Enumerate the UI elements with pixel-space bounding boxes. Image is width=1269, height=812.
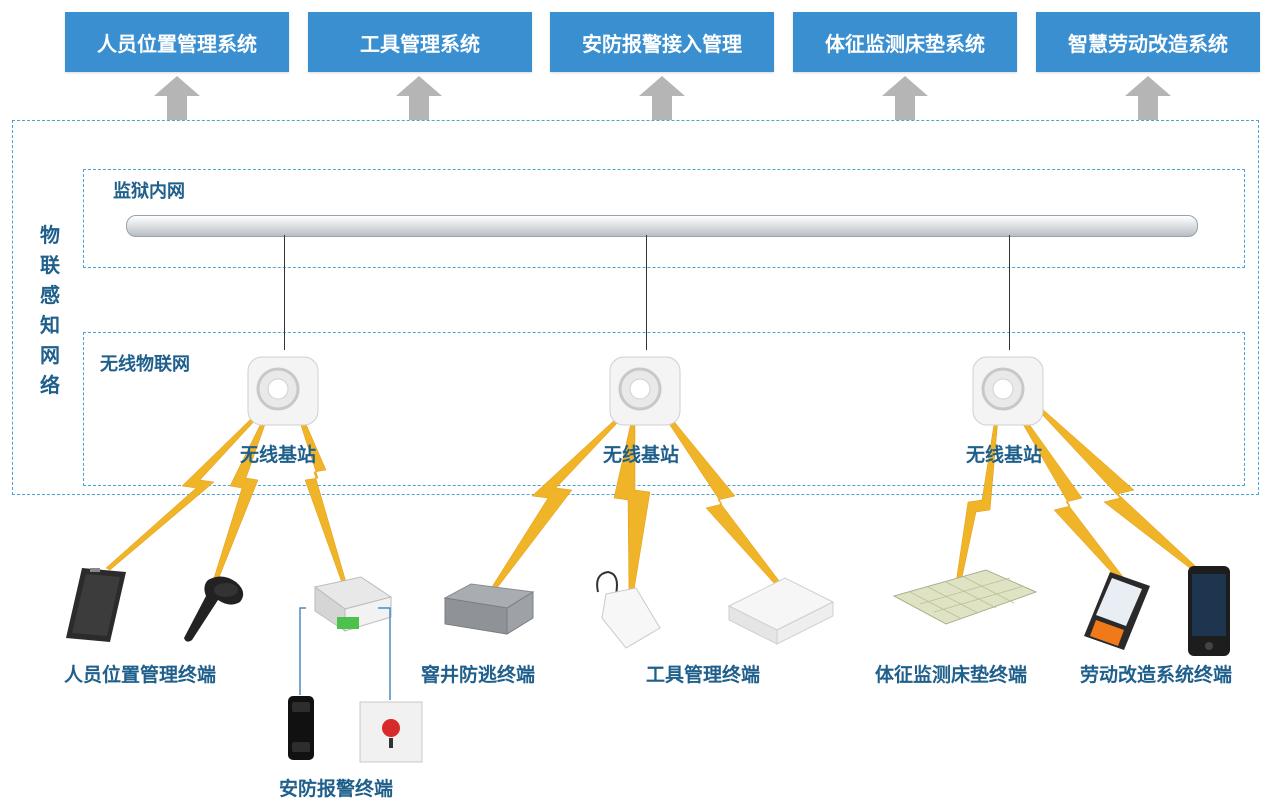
well-terminal-label: 窨井防逃终端 (421, 664, 536, 686)
system-box-labor: 智慧劳动改造系统 (1036, 12, 1260, 72)
handheld-terminal-icon (1084, 572, 1150, 650)
personnel-badge-icon (66, 568, 126, 642)
tool-router-icon (727, 577, 835, 645)
connector-line (646, 235, 647, 350)
base-station-icon (247, 356, 319, 426)
emergency-button-icon (359, 701, 423, 763)
base-station-label: 无线基站 (240, 444, 317, 466)
infrared-detector-icon (288, 696, 314, 760)
up-arrow-icon (1125, 76, 1171, 120)
tool-terminal-label: 工具管理终端 (646, 664, 761, 686)
iot-network-label: 物联感知网络 (40, 223, 60, 397)
tool-tag-icon (596, 570, 661, 649)
up-arrow-icon (154, 76, 200, 120)
system-box-personnel: 人员位置管理系统 (65, 12, 289, 72)
base-station-icon (972, 356, 1044, 426)
security-terminal-label: 安防报警终端 (279, 778, 394, 800)
manhole-box-icon (443, 583, 535, 635)
personnel-terminal-label: 人员位置管理终端 (64, 664, 217, 686)
smart-terminal-icon (1188, 566, 1230, 656)
base-station-icon (609, 356, 681, 426)
wireless-network-boundary (83, 332, 1245, 486)
up-arrow-icon (639, 76, 685, 120)
system-box-mattress: 体征监测床垫系统 (793, 12, 1017, 72)
mattress-icon (892, 569, 1038, 625)
labor-terminal-label: 劳动改造系统终端 (1080, 664, 1233, 686)
up-arrow-icon (396, 76, 442, 120)
up-arrow-icon (882, 76, 928, 120)
intranet-boundary (83, 169, 1245, 268)
system-box-security: 安防报警接入管理 (550, 12, 774, 72)
wireless-network-label: 无线物联网 (100, 354, 190, 375)
wristband-icon (184, 576, 244, 642)
system-box-tool: 工具管理系统 (308, 12, 532, 72)
connector-line (1009, 235, 1010, 350)
intranet-label: 监狱内网 (113, 181, 185, 202)
alarm-controller-icon (313, 576, 393, 632)
intranet-bus (126, 215, 1198, 237)
connector-line (284, 235, 285, 350)
base-station-label: 无线基站 (966, 444, 1043, 466)
signal-bolt (105, 411, 262, 571)
mattress-terminal-label: 体征监测床垫终端 (875, 664, 1028, 686)
base-station-label: 无线基站 (603, 444, 680, 466)
